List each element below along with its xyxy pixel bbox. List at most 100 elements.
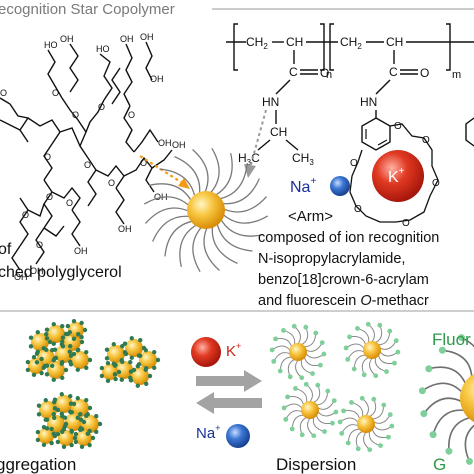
aggregated-bead — [105, 356, 109, 360]
aggregated-bead — [76, 396, 80, 400]
svg-text:O: O — [402, 218, 410, 229]
fluorescent-bead — [386, 435, 391, 440]
polymer-arm — [304, 333, 316, 347]
fluorescent-bead — [288, 374, 293, 379]
polymer-arm — [374, 426, 392, 430]
fluorescent-bead — [396, 350, 401, 355]
fluorescent-bead — [334, 410, 339, 415]
aggregated-bead — [68, 350, 72, 354]
polymer-arm — [193, 226, 203, 272]
k-label-bottom: K+ — [226, 341, 241, 360]
fluorescent-bead — [349, 400, 354, 405]
aggregated-bead — [113, 372, 117, 376]
aggregated-bead — [136, 364, 140, 368]
fluorescent-bead — [360, 396, 365, 401]
polymer-arm — [286, 411, 302, 420]
polymer-arm — [346, 344, 364, 348]
fluorescent-bead — [322, 352, 327, 357]
bracket-left-m — [330, 24, 334, 70]
aggregated-bead — [36, 430, 40, 434]
polymer-arm — [369, 399, 375, 417]
aggregated-bead — [84, 350, 88, 354]
svg-text:OH: OH — [120, 34, 134, 44]
fluorescent-bead — [344, 346, 349, 351]
aggregated-bead — [60, 342, 64, 346]
dispersed-core — [363, 341, 381, 359]
aggregated-bead — [63, 415, 67, 419]
fluorescent-bead — [283, 417, 288, 422]
svg-text:O: O — [354, 204, 362, 215]
polymer-arm — [212, 225, 237, 264]
header-title: ecognition Star Copolymer — [0, 1, 175, 18]
aggregated-bead — [52, 378, 56, 382]
polymer-arm — [354, 355, 366, 369]
aggregated-bead — [78, 412, 82, 416]
aggregated-bead — [106, 361, 110, 365]
aggregated-bead — [45, 336, 49, 340]
dispersed-core — [357, 415, 375, 433]
arm-text-line1: composed of ion recognition — [258, 230, 439, 246]
aggregated-bead — [87, 429, 91, 433]
fluorescent-bead — [419, 387, 426, 394]
aggregated-bead — [36, 438, 40, 442]
aggregated-bead — [52, 342, 56, 346]
aggregated-bead — [45, 372, 49, 376]
dispersion-label: Dispersion — [276, 455, 356, 474]
aggregated-bead — [45, 327, 49, 331]
svg-text:O: O — [432, 178, 440, 189]
aggregated-bead — [88, 406, 92, 410]
aggregated-bead — [29, 335, 33, 339]
aggregated-bead — [52, 412, 56, 416]
aggregated-bead — [86, 412, 90, 416]
formula-ch-a: CH — [286, 35, 303, 49]
bracket-right-m — [446, 24, 450, 70]
polymer-arm — [442, 350, 471, 377]
aggregated-bead — [44, 398, 48, 402]
fluorescent-bead — [338, 420, 343, 425]
aggregated-bead — [144, 382, 148, 386]
fluorescent-bead — [292, 324, 297, 329]
aggregated-bead — [76, 348, 80, 352]
polymer-arm — [348, 429, 360, 443]
fluorescent-bead — [311, 433, 316, 438]
aggregated-bead — [130, 336, 134, 340]
aggregated-bead — [56, 440, 60, 444]
polymer-arm — [340, 418, 358, 422]
k-ion-crown: K+ — [372, 150, 424, 202]
formula-o-b: O — [420, 66, 429, 80]
fluorescent-bead — [345, 357, 350, 362]
k-ion-bottom — [191, 337, 221, 367]
fluorescent-bead — [270, 348, 275, 353]
arm-text-line4: and fluorescein O-methacr — [258, 293, 429, 309]
formula-hn-b: HN — [360, 95, 377, 109]
aggregated-bead — [100, 374, 104, 378]
fluorescent-bead — [304, 382, 309, 387]
formula-hn-a: HN — [262, 95, 279, 109]
aggregated-bead — [94, 414, 98, 418]
aggregated-bead — [66, 324, 70, 328]
aggregated-bead — [84, 398, 88, 402]
aggregated-bead — [42, 346, 46, 350]
aggregated-bead — [50, 364, 54, 368]
fluorescent-bead — [466, 458, 473, 465]
polymer-arm — [209, 148, 219, 194]
polymer-arm — [356, 431, 362, 449]
fluorescent-bead — [325, 389, 330, 394]
polymer-arm — [272, 346, 290, 350]
aggregated-bead — [137, 353, 141, 357]
svg-text:HO: HO — [44, 40, 58, 50]
na-ion-top: Na+ — [290, 176, 350, 196]
svg-text:O: O — [72, 110, 79, 120]
aggregated-bead — [79, 335, 83, 339]
fluorescent-star — [419, 329, 474, 468]
aggregated-bead — [73, 436, 77, 440]
fluorescent-bead — [352, 367, 357, 372]
aggregated-bead — [45, 417, 49, 421]
aggregated-bead — [69, 443, 73, 447]
svg-text:Na+: Na+ — [290, 176, 316, 196]
svg-text:OH: OH — [118, 224, 132, 234]
aggregated-bead — [37, 403, 41, 407]
svg-text:O: O — [350, 158, 358, 169]
aggregated-bead — [53, 397, 57, 401]
formula-o-a: O — [320, 66, 329, 80]
